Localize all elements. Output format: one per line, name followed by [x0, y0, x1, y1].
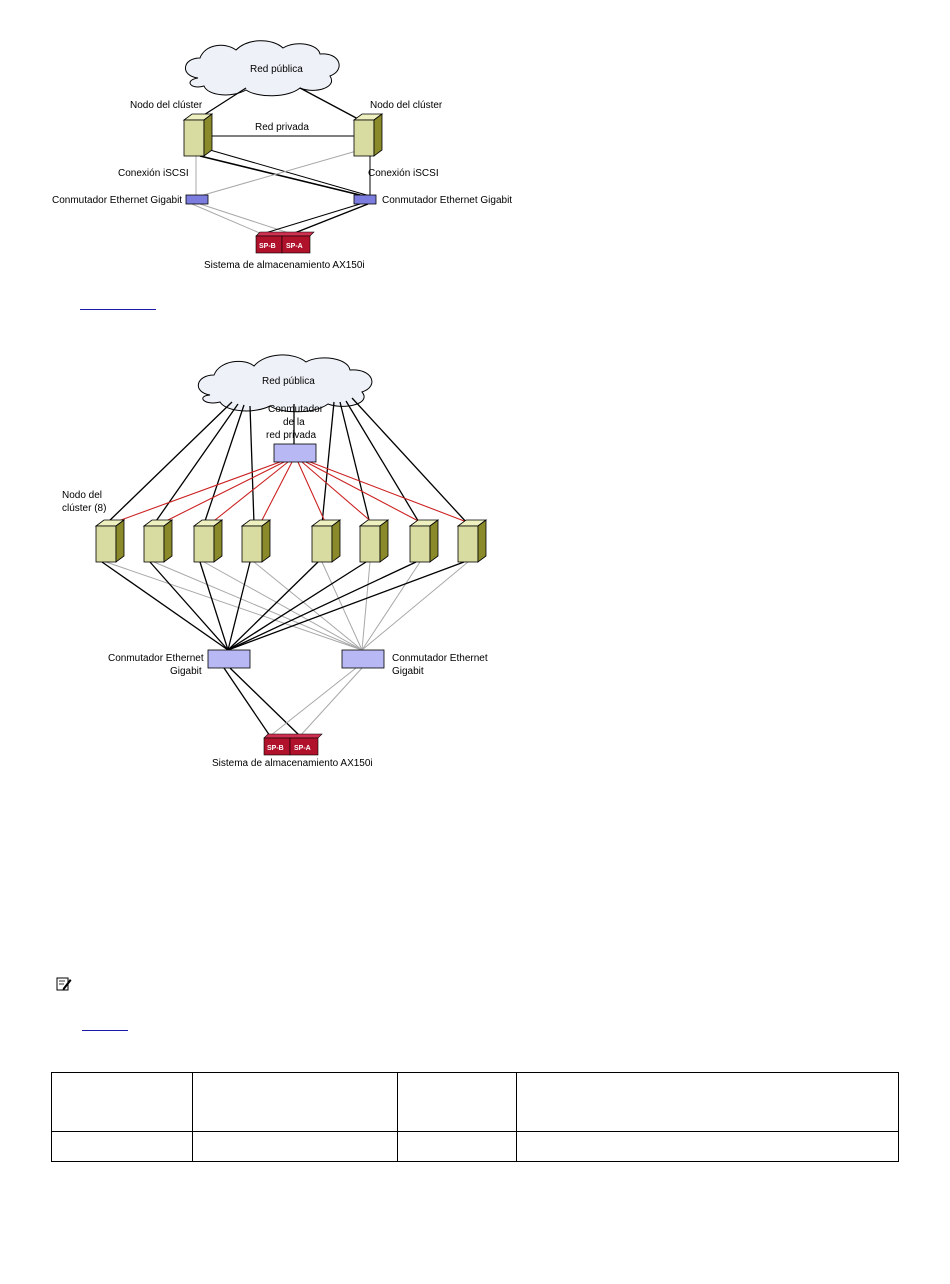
- gigabit-switch-right-label: Conmutador Ethernet Gigabit: [382, 195, 512, 206]
- iscsi-connection-right-label: Conexión iSCSI: [368, 168, 439, 179]
- cluster-node-icon: [358, 519, 390, 563]
- cluster-node-right-label: Nodo del clúster: [370, 100, 443, 111]
- private-switch-label-line3: red privada: [266, 430, 316, 441]
- storage-array-icon: [255, 231, 315, 254]
- table-cell: [516, 1131, 899, 1162]
- info-table: [51, 1072, 899, 1162]
- storage-sp-b-label: SP-B: [259, 243, 276, 250]
- storage-system-label: Sistema de almacenamiento AX150i: [204, 260, 365, 271]
- cluster-node-icon: [94, 519, 126, 563]
- gigabit-switch-left-label: Conmutador Ethernet Gigabit: [52, 195, 182, 206]
- private-switch-label-line2: de la: [283, 417, 305, 428]
- table-row: [51, 1131, 899, 1162]
- eight-node-cluster-diagram: Red pública: [62, 354, 488, 769]
- private-network-label: Red privada: [255, 122, 309, 133]
- pencil-note-icon: [56, 977, 72, 991]
- table-cell: [51, 1131, 193, 1162]
- gigabit-switch-right-icon: [353, 194, 377, 205]
- cluster-node-right-icon: [352, 113, 384, 157]
- table-cell: [397, 1131, 517, 1162]
- table-cell: [51, 1072, 193, 1132]
- cluster-nodes-label-line2: clúster (8): [62, 503, 106, 514]
- cluster-nodes-label-line1: Nodo del: [62, 490, 102, 501]
- public-network-label: Red pública: [262, 376, 315, 387]
- storage-system-label: Sistema de almacenamiento AX150i: [212, 758, 373, 769]
- gigabit-switch-left-icon: [185, 194, 209, 205]
- two-node-cluster-diagram: Red pública Nodo del clúster Nodo del cl…: [52, 40, 512, 271]
- gigabit-switch-left-label-line1: Conmutador Ethernet: [108, 653, 204, 664]
- private-switch-label-line1: Conmutador: [268, 404, 324, 415]
- private-network-switch-icon: [273, 443, 317, 463]
- gigabit-switch-right-label-line1: Conmutador Ethernet: [392, 653, 488, 664]
- table-cell: [192, 1131, 398, 1162]
- cluster-node-icon: [142, 519, 174, 563]
- gigabit-switch-right-icon: [341, 649, 385, 669]
- cluster-node-left-icon: [182, 113, 214, 157]
- table-cell: [516, 1072, 899, 1132]
- storage-sp-a-label: SP-A: [286, 243, 303, 250]
- storage-array-icon: [263, 733, 323, 756]
- table-header-row: [51, 1072, 899, 1132]
- cluster-node-icon: [456, 519, 488, 563]
- note-link-underline[interactable]: [82, 1030, 128, 1031]
- table-cell: [397, 1072, 517, 1132]
- storage-sp-b-label: SP-B: [267, 745, 284, 752]
- cluster-node-left-label: Nodo del clúster: [130, 100, 203, 111]
- table-cell: [192, 1072, 398, 1132]
- cluster-node-icon: [240, 519, 272, 563]
- figure-link-underline[interactable]: [80, 309, 156, 310]
- storage-sp-a-label: SP-A: [294, 745, 311, 752]
- public-network-cloud-icon: [198, 354, 373, 413]
- cluster-node-icon: [408, 519, 440, 563]
- gigabit-switch-right-label-line2: Gigabit: [392, 666, 424, 677]
- iscsi-connection-left-label: Conexión iSCSI: [118, 168, 189, 179]
- public-network-label: Red pública: [250, 64, 303, 75]
- cluster-node-icon: [310, 519, 342, 563]
- cluster-node-icon: [192, 519, 224, 563]
- public-network-cloud-icon: [185, 40, 340, 97]
- gigabit-switch-left-icon: [207, 649, 251, 669]
- gigabit-switch-left-label-line2: Gigabit: [170, 666, 202, 677]
